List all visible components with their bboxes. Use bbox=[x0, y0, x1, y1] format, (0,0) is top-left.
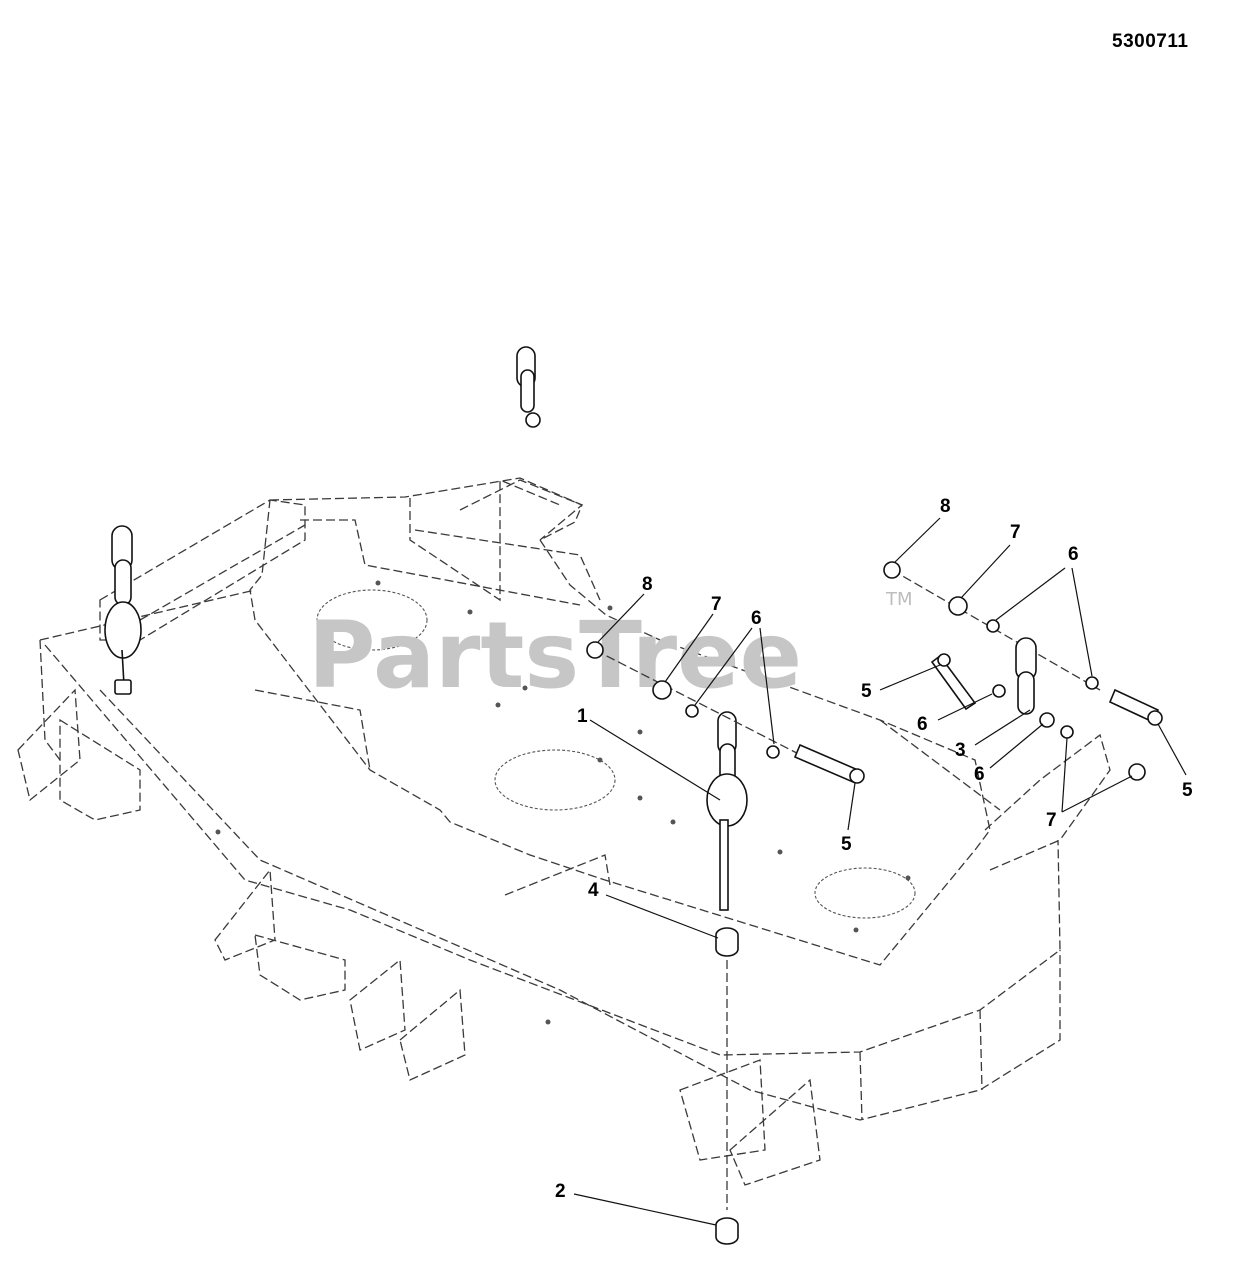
callout-2: 2 bbox=[555, 1181, 566, 1202]
center-chain-assembly bbox=[706, 711, 748, 1245]
rear-center-chain bbox=[516, 346, 541, 428]
right-hardware-stack bbox=[883, 561, 1163, 781]
callout-7-right-lower: 7 bbox=[1046, 810, 1057, 831]
partstree-watermark: PartsTree TM bbox=[308, 589, 913, 709]
svg-text:PartsTree: PartsTree bbox=[308, 602, 802, 709]
callout-numbers: 8 7 6 8 7 6 1 5 4 5 6 3 6 5 7 2 bbox=[555, 496, 1193, 1202]
callout-4: 4 bbox=[588, 880, 599, 901]
diagram-part-number: 5300711 bbox=[1112, 31, 1189, 52]
callout-5-center: 5 bbox=[841, 834, 852, 855]
callout-6-left: 6 bbox=[751, 608, 762, 629]
svg-text:TM: TM bbox=[885, 589, 913, 610]
callout-8-left: 8 bbox=[642, 574, 653, 595]
callout-leader-lines bbox=[573, 517, 1187, 1226]
left-hardware-stack bbox=[586, 641, 865, 784]
mower-deck-outline bbox=[17, 477, 1111, 1186]
callout-6-right: 6 bbox=[1068, 544, 1079, 565]
callout-6-right-lower: 6 bbox=[917, 714, 928, 735]
rear-left-chain bbox=[104, 525, 142, 695]
callout-1: 1 bbox=[577, 706, 588, 727]
callout-7-right: 7 bbox=[1010, 522, 1021, 543]
callout-5-right-lower: 5 bbox=[1182, 780, 1193, 801]
callout-5-right-upper: 5 bbox=[861, 681, 872, 702]
callout-6-right-bottom: 6 bbox=[974, 764, 985, 785]
callout-7-left: 7 bbox=[711, 594, 722, 615]
deck-spindle-holes bbox=[215, 580, 916, 1025]
callout-3: 3 bbox=[955, 740, 966, 761]
callout-8-right: 8 bbox=[940, 496, 951, 517]
